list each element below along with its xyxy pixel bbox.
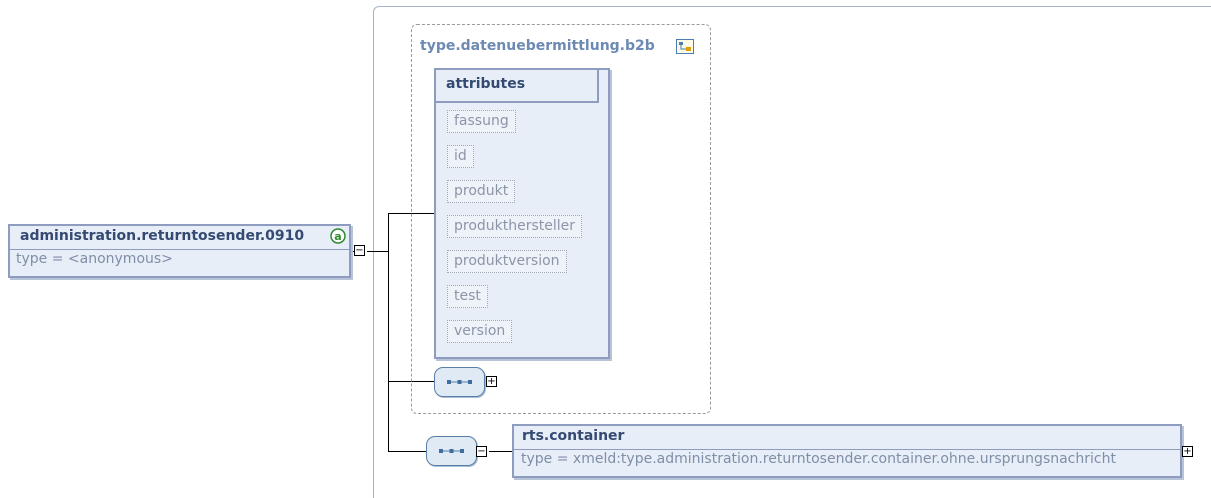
child-element-box[interactable]: rts.container type = xmeld:type.administ… <box>512 424 1182 478</box>
sequence-compositor[interactable] <box>434 367 485 397</box>
connector-line <box>489 451 513 452</box>
root-element-header: administration.returntosender.0910 <box>10 226 349 250</box>
sequence-icon <box>439 449 464 453</box>
connector-line <box>388 451 426 452</box>
expand-toggle-sequence[interactable]: + <box>486 376 497 387</box>
type-hierarchy-icon[interactable] <box>676 39 694 54</box>
root-element-type: type = <anonymous> <box>16 251 173 267</box>
attribute-item[interactable]: id <box>447 145 474 168</box>
root-element-name: administration.returntosender.0910 <box>20 228 305 244</box>
connector-line <box>350 251 355 252</box>
child-element-name: rts.container <box>522 428 625 444</box>
sequence-icon <box>447 380 472 384</box>
connector-line <box>367 251 388 252</box>
type-group-title: type.datenuebermittlung.b2b <box>420 38 655 54</box>
attribute-item[interactable]: version <box>447 320 513 343</box>
attribute-item[interactable]: produkt <box>447 180 516 203</box>
attribute-badge-icon: a <box>330 228 346 244</box>
attribute-item[interactable]: test <box>447 285 488 308</box>
collapse-toggle-root[interactable]: − <box>354 245 365 256</box>
connector-line <box>388 213 389 451</box>
child-element-header: rts.container <box>514 426 1180 450</box>
attribute-item[interactable]: fassung <box>447 110 516 133</box>
sequence-compositor[interactable] <box>426 436 477 466</box>
expand-toggle-child[interactable]: + <box>1182 446 1193 457</box>
type-group <box>411 24 711 414</box>
root-element-box[interactable]: administration.returntosender.0910 type … <box>8 224 351 278</box>
attribute-item[interactable]: produktversion <box>447 250 567 273</box>
collapse-toggle-sequence[interactable]: − <box>476 446 487 457</box>
content-frame <box>373 6 1211 498</box>
attribute-item[interactable]: produkthersteller <box>447 215 583 238</box>
attributes-header: attributes <box>436 70 599 103</box>
attribute-badge-label: a <box>334 230 341 243</box>
attributes-title: attributes <box>446 76 526 92</box>
child-element-type: type = xmeld:type.administration.returnt… <box>521 451 1116 467</box>
